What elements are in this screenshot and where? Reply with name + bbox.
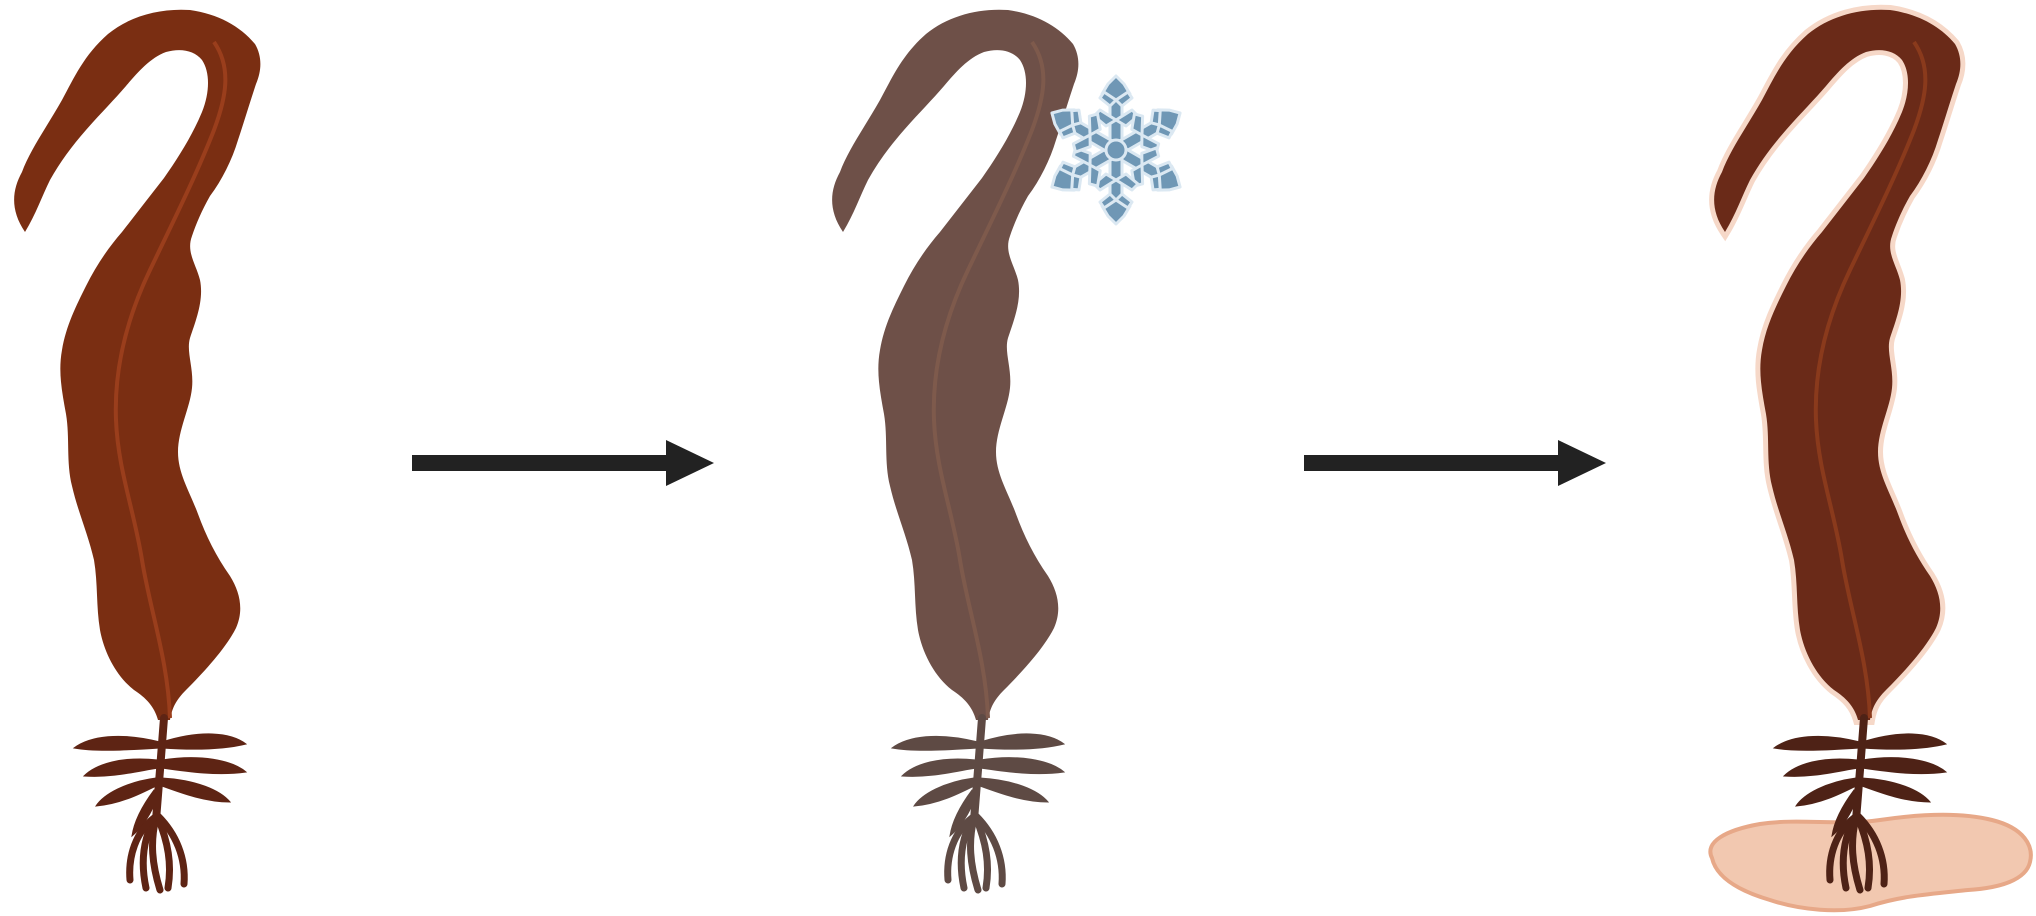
kelp-fresh-holdfast <box>74 718 246 890</box>
kelp-fresh-icon <box>14 10 260 890</box>
kelp-frozen-icon <box>832 10 1078 890</box>
kelp-thawed-icon <box>1714 10 1960 890</box>
kelp-frozen-holdfast <box>892 718 1064 890</box>
arrow-right-icon <box>412 440 714 486</box>
kelp-fresh-blade <box>14 10 260 720</box>
kelp-frozen-blade <box>832 10 1078 720</box>
arrow-right-icon <box>1304 440 1606 486</box>
